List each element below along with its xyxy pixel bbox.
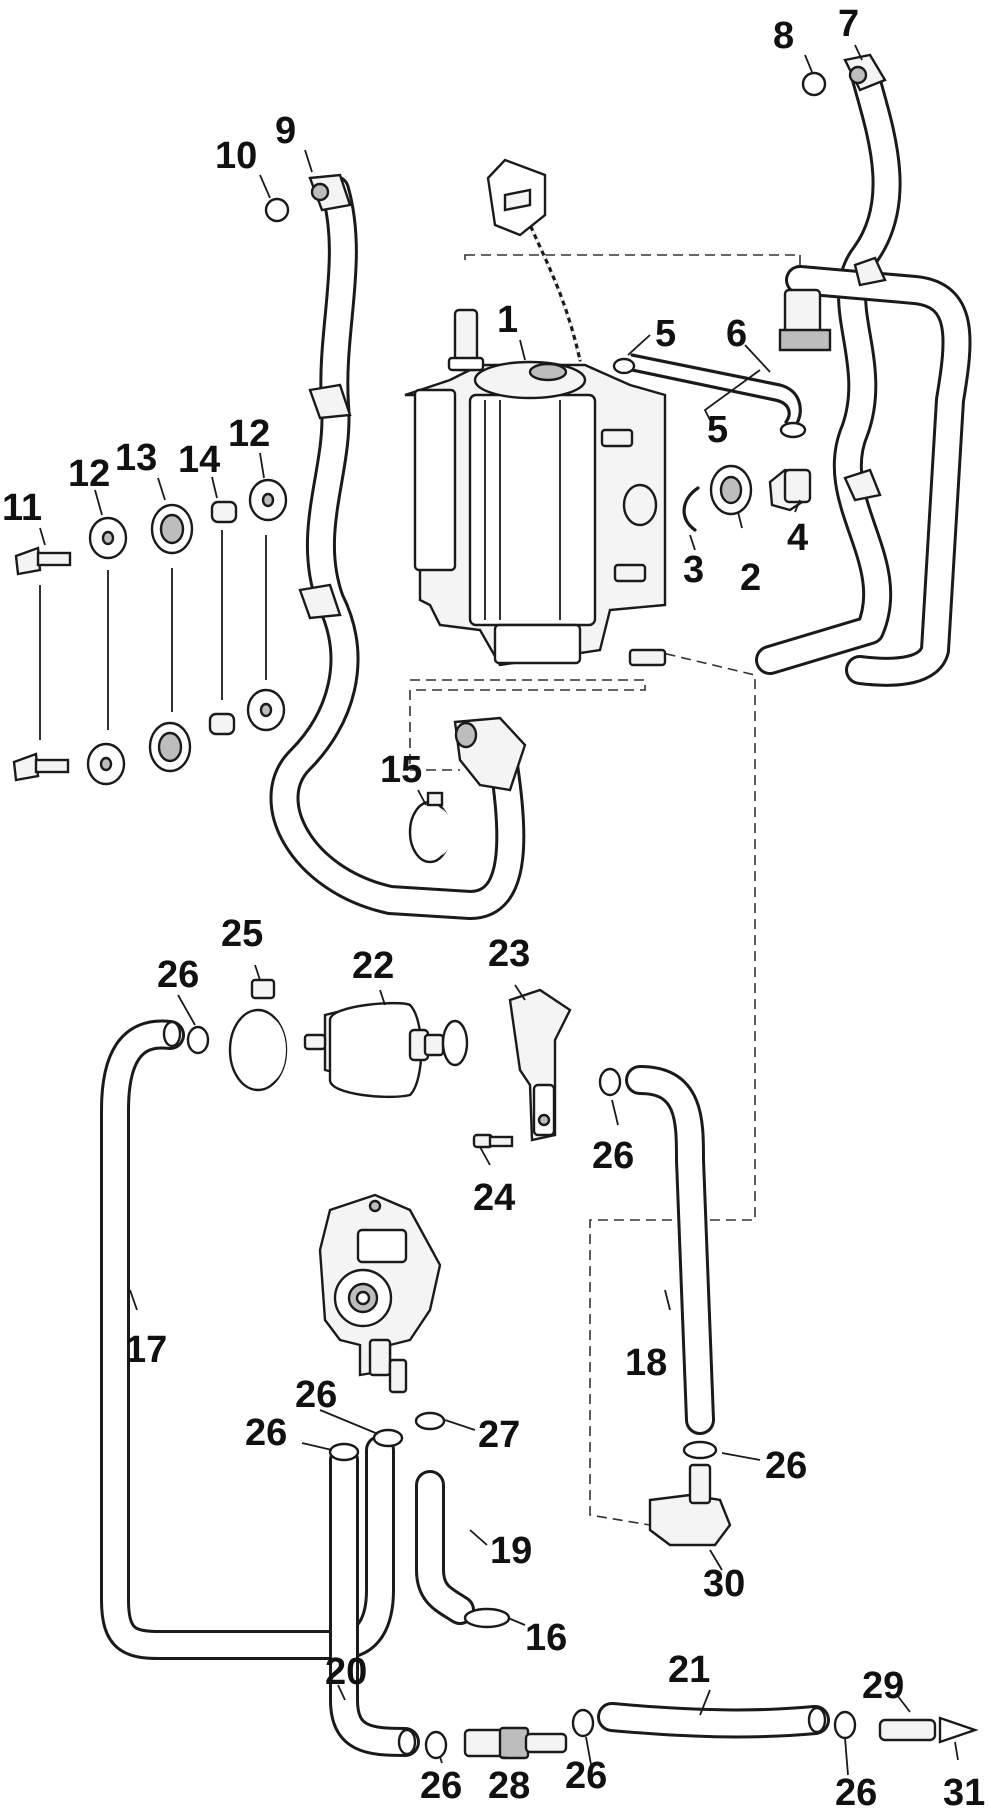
- callout-14: 14: [178, 439, 220, 481]
- callout-26-right: 26: [592, 1135, 634, 1177]
- callout-19: 19: [490, 1530, 532, 1572]
- callout-26-bottom-c: 26: [835, 1772, 877, 1809]
- callout-labels: 1 2 3 4 5 5 6 7 8 9 10 11 12 12 13 14 15…: [2, 3, 985, 1809]
- callout-4: 4: [787, 517, 808, 559]
- callout-28: 28: [488, 1765, 530, 1807]
- callout-25: 25: [221, 913, 263, 955]
- callout-24: 24: [473, 1177, 515, 1219]
- callout-29: 29: [862, 1665, 904, 1707]
- callout-18: 18: [625, 1342, 667, 1384]
- callout-3: 3: [683, 549, 704, 591]
- callout-20: 20: [325, 1651, 367, 1693]
- callout-17: 17: [125, 1329, 167, 1371]
- callout-2: 2: [740, 557, 761, 599]
- callout-31: 31: [943, 1772, 985, 1809]
- fuel-filter-assembly: [228, 978, 572, 1149]
- hose-clamp-15: [408, 791, 452, 864]
- inline-fittings: [463, 1463, 979, 1760]
- callout-7: 7: [838, 3, 859, 45]
- callout-8: 8: [773, 15, 794, 57]
- upper-right-hose-assembly: [755, 53, 972, 687]
- callout-21: 21: [668, 1649, 710, 1691]
- callout-26-elbow: 26: [765, 1445, 807, 1487]
- small-fittings-group: [612, 353, 812, 532]
- mounting-hardware: [12, 478, 288, 786]
- callout-27: 27: [478, 1414, 520, 1456]
- callout-13: 13: [115, 437, 157, 479]
- callout-30: 30: [703, 1563, 745, 1605]
- callout-16: 16: [525, 1617, 567, 1659]
- leader-lines: [39, 44, 959, 1776]
- callout-12-left: 12: [68, 453, 110, 495]
- callout-10: 10: [215, 135, 257, 177]
- callout-23: 23: [488, 933, 530, 975]
- callout-26-bottom-b: 26: [565, 1755, 607, 1797]
- callout-5-lower: 5: [707, 409, 728, 451]
- callout-26-bottom-a: 26: [420, 1765, 462, 1807]
- callout-15: 15: [380, 749, 422, 791]
- callout-26-pump-upper: 26: [295, 1374, 337, 1416]
- callout-5-upper: 5: [655, 313, 676, 355]
- fuel-pump: [318, 1193, 442, 1394]
- callout-1: 1: [497, 299, 518, 341]
- vapor-separator-tank: [404, 158, 667, 667]
- callout-26-filter: 26: [157, 954, 199, 996]
- callout-12-right: 12: [228, 413, 270, 455]
- lower-hoses: [100, 1019, 830, 1757]
- callout-9: 9: [275, 110, 296, 152]
- callout-26-pump-left: 26: [245, 1412, 287, 1454]
- hose-clamps-26: [186, 1025, 857, 1760]
- callout-11: 11: [2, 487, 42, 529]
- callout-6: 6: [726, 313, 747, 355]
- callout-22: 22: [352, 945, 394, 987]
- upper-left-hose-assembly: [264, 173, 527, 920]
